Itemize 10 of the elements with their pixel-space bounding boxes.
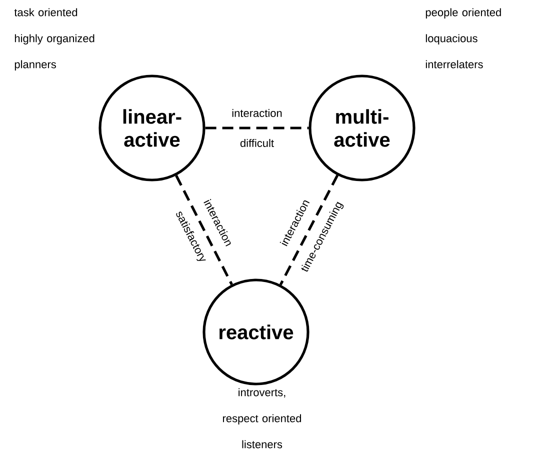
edge-label: interaction difficult [232,108,282,148]
circle-node: multi-active [308,74,416,182]
dashed-connector [205,126,309,130]
circle-node: linear-active [98,74,206,182]
circle-node: reactive [202,278,310,386]
dashed-connector [279,174,339,286]
caption-text: people oriented loquacious interrelaters [426,8,501,68]
caption-text: task oriented highly organized planners [14,8,94,70]
dashed-connector [175,174,233,286]
caption-text: introverts, respect oriented listeners [223,388,302,448]
